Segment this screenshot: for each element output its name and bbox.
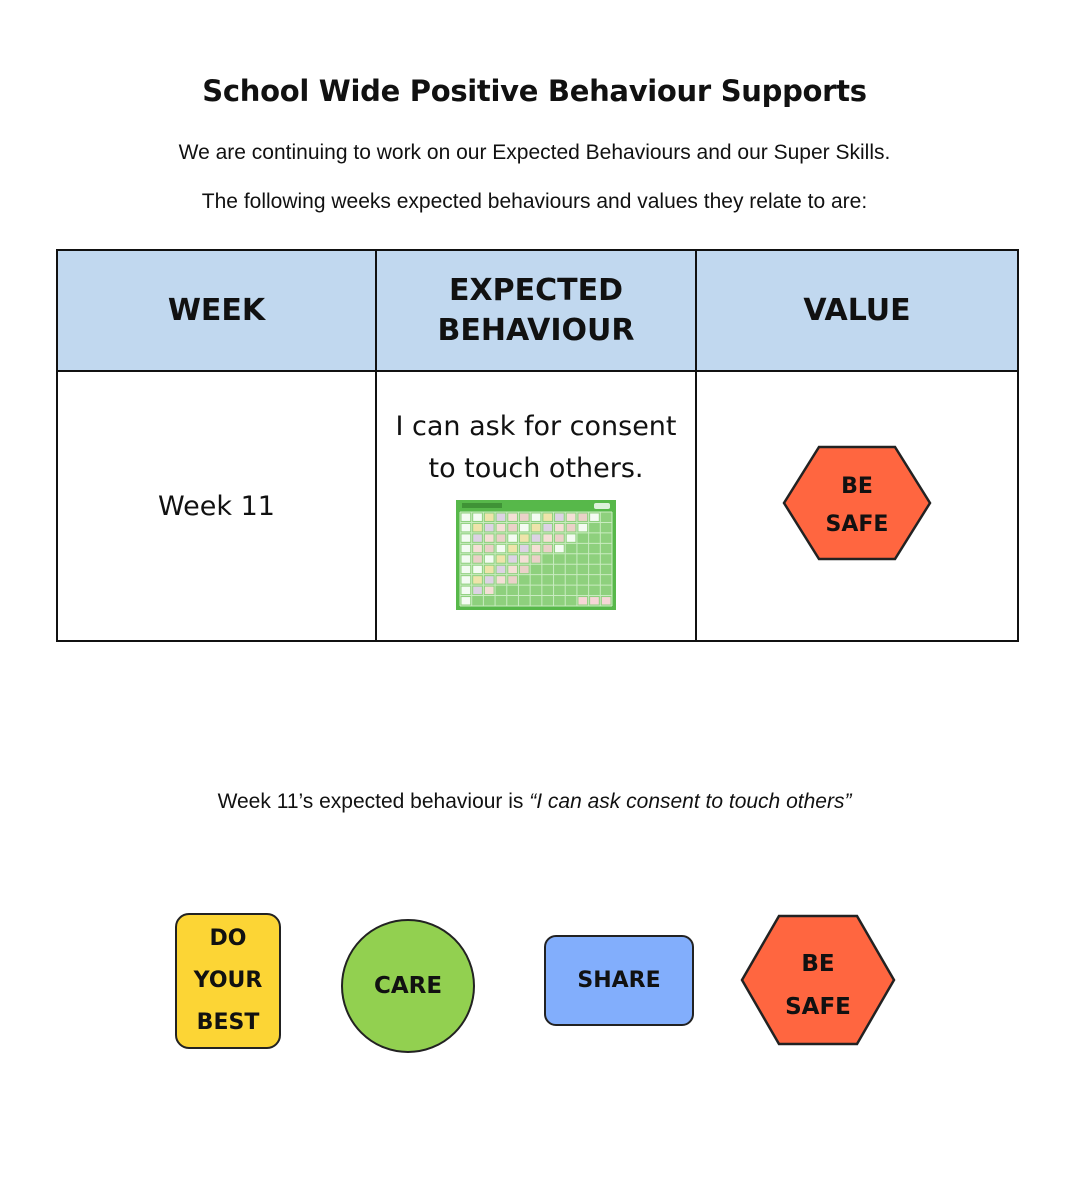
behaviour-line-1: I can ask for consent bbox=[395, 410, 677, 442]
week-summary: Week 11’s expected behaviour is “I can a… bbox=[0, 790, 1069, 814]
be-safe-line-2: SAFE bbox=[785, 994, 851, 1020]
header-expected-behaviour: EXPECTED BEHAVIOUR bbox=[375, 249, 697, 372]
care-badge: CARE bbox=[341, 919, 475, 1053]
header-expected-line-2: BEHAVIOUR bbox=[437, 312, 635, 348]
behaviour-table: WEEK EXPECTED BEHAVIOUR VALUE Week 11 I … bbox=[56, 249, 1019, 642]
table-header-row: WEEK EXPECTED BEHAVIOUR VALUE bbox=[56, 249, 1019, 372]
share-badge: SHARE bbox=[544, 935, 694, 1026]
header-week: WEEK bbox=[56, 249, 377, 372]
intro-line-2: The following weeks expected behaviours … bbox=[201, 190, 868, 213]
share-label: SHARE bbox=[577, 968, 661, 993]
week-summary-quote: “I can ask consent to touch others” bbox=[529, 790, 852, 813]
be-safe-badge: BE SAFE bbox=[740, 914, 896, 1046]
header-expected-line-1: EXPECTED bbox=[449, 272, 623, 308]
cell-expected-behaviour: I can ask for consent to touch others. bbox=[375, 370, 697, 642]
do-your-best-badge: DO YOUR BEST bbox=[175, 913, 281, 1049]
week-summary-prefix: Week 11’s expected behaviour is bbox=[217, 790, 530, 813]
do-your-best-line-3: BEST bbox=[196, 1010, 260, 1035]
table-be-label: BE bbox=[841, 474, 873, 499]
table-safe-label: SAFE bbox=[826, 512, 889, 537]
behaviour-line-2: to touch others. bbox=[428, 452, 644, 484]
page-title: School Wide Positive Behaviour Supports bbox=[202, 74, 867, 108]
intro-line-1: We are continuing to work on our Expecte… bbox=[178, 141, 891, 164]
be-safe-hexagon-icon: BE SAFE bbox=[782, 445, 932, 560]
do-your-best-line-2: YOUR bbox=[193, 968, 263, 993]
be-safe-line-1: BE bbox=[801, 951, 834, 977]
care-label: CARE bbox=[373, 973, 443, 999]
table-row: Week 11 I can ask for consent to touch o… bbox=[56, 370, 1019, 642]
do-your-best-line-1: DO bbox=[209, 926, 247, 951]
cell-value: BE SAFE bbox=[695, 370, 1019, 642]
consent-grid-chart-icon bbox=[456, 499, 616, 610]
header-value: VALUE bbox=[695, 249, 1019, 372]
cell-week: Week 11 bbox=[56, 370, 377, 642]
